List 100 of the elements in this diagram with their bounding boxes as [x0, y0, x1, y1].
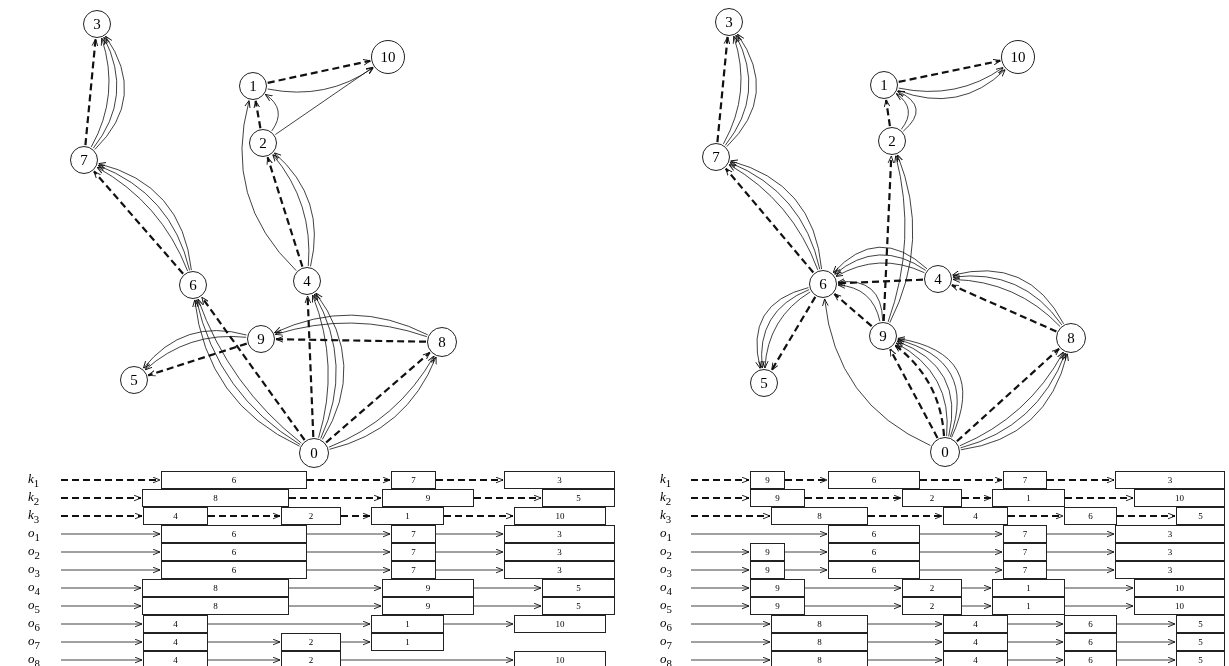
row-label: o$_{5}$ — [28, 598, 40, 616]
task-box: 4 — [943, 507, 1008, 525]
arrow — [951, 284, 1057, 333]
task-box: 4 — [143, 615, 208, 633]
task-box: 9 — [750, 471, 785, 489]
task-box: 9 — [750, 561, 785, 579]
task-box: 5 — [1176, 507, 1225, 525]
task-box: 10 — [514, 615, 606, 633]
task-box: 5 — [1176, 615, 1225, 633]
task-box: 5 — [1176, 633, 1225, 651]
task-box: 8 — [142, 579, 289, 597]
arrow — [833, 292, 873, 328]
task-box: 7 — [391, 561, 436, 579]
arrow — [208, 512, 281, 520]
arrow — [304, 295, 315, 438]
route-node: 10 — [371, 40, 405, 74]
arrow — [61, 494, 142, 502]
arrow — [307, 476, 391, 484]
arrow — [883, 99, 891, 127]
task-box: 10 — [514, 651, 606, 666]
arrow — [147, 342, 248, 377]
row-label: k$_{2}$ — [28, 490, 40, 508]
row-label: o$_{6}$ — [660, 616, 672, 634]
arrow — [691, 476, 750, 484]
task-box: 1 — [371, 615, 444, 633]
task-box: 7 — [1003, 471, 1047, 489]
arrow — [289, 494, 382, 502]
row-label: o$_{4}$ — [660, 580, 672, 598]
task-box: 6 — [828, 471, 920, 489]
task-box: 3 — [504, 561, 615, 579]
arrow — [1117, 512, 1176, 520]
task-box: 1 — [371, 507, 444, 525]
arrow — [275, 336, 426, 343]
row-label: o$_{1}$ — [660, 526, 672, 544]
task-box: 6 — [1064, 615, 1117, 633]
task-box: 6 — [161, 543, 307, 561]
route-node: 2 — [878, 127, 906, 155]
route-node: 0 — [930, 437, 960, 467]
route-node: 6 — [179, 271, 207, 299]
route-node: 1 — [870, 71, 898, 99]
task-box: 5 — [542, 579, 615, 597]
route-node: 4 — [293, 267, 321, 295]
route-node: 2 — [249, 129, 277, 157]
route-node: 5 — [120, 366, 148, 394]
row-label: k$_{1}$ — [28, 472, 40, 490]
task-box: 6 — [161, 561, 307, 579]
route-node: 10 — [1001, 40, 1035, 74]
task-box: 8 — [771, 507, 868, 525]
task-box: 7 — [391, 543, 436, 561]
task-box: 4 — [143, 507, 208, 525]
task-box: 9 — [750, 597, 805, 615]
arrow — [253, 100, 262, 129]
task-box: 8 — [771, 651, 868, 666]
row-label: o$_{2}$ — [28, 544, 40, 562]
task-box: 6 — [828, 525, 920, 543]
arrow — [267, 59, 371, 84]
task-box: 6 — [1064, 651, 1117, 666]
task-box: 7 — [391, 471, 436, 489]
arrow — [837, 278, 924, 287]
task-box: 8 — [771, 633, 868, 651]
row-label: o$_{3}$ — [660, 562, 672, 580]
task-box: 8 — [142, 597, 289, 615]
task-box: 3 — [1115, 525, 1225, 543]
task-box: 1 — [992, 579, 1065, 597]
task-box: 6 — [828, 561, 920, 579]
task-box: 2 — [902, 489, 962, 507]
row-label: o$_{3}$ — [28, 562, 40, 580]
task-box: 2 — [902, 579, 962, 597]
task-box: 7 — [1003, 525, 1047, 543]
task-box: 10 — [1134, 597, 1225, 615]
task-box: 3 — [1115, 471, 1225, 489]
task-box: 4 — [143, 633, 208, 651]
arrow — [898, 58, 1001, 83]
task-box: 9 — [382, 597, 474, 615]
task-box: 4 — [943, 633, 1008, 651]
task-box: 10 — [1134, 489, 1225, 507]
row-label: o$_{4}$ — [28, 580, 40, 598]
task-box: 7 — [1003, 543, 1047, 561]
task-box: 1 — [371, 633, 444, 651]
row-label: k$_{2}$ — [660, 490, 672, 508]
row-label: k$_{3}$ — [660, 508, 672, 526]
route-node: 3 — [83, 10, 111, 38]
task-box: 6 — [1064, 507, 1117, 525]
arrow — [805, 494, 902, 502]
arrow — [920, 476, 1003, 484]
row-label: o$_{5}$ — [660, 598, 672, 616]
arrow — [716, 36, 731, 143]
task-box: 8 — [771, 615, 868, 633]
route-node: 3 — [715, 8, 743, 36]
task-box: 2 — [902, 597, 962, 615]
row-label: k$_{3}$ — [28, 508, 40, 526]
task-box: 8 — [142, 489, 289, 507]
task-box: 4 — [143, 651, 208, 666]
task-box: 5 — [542, 489, 615, 507]
arrow — [61, 512, 143, 520]
row-label: o$_{8}$ — [28, 652, 40, 666]
task-box: 3 — [504, 471, 615, 489]
task-box: 3 — [1115, 543, 1225, 561]
route-node: 4 — [924, 265, 952, 293]
task-box: 6 — [828, 543, 920, 561]
